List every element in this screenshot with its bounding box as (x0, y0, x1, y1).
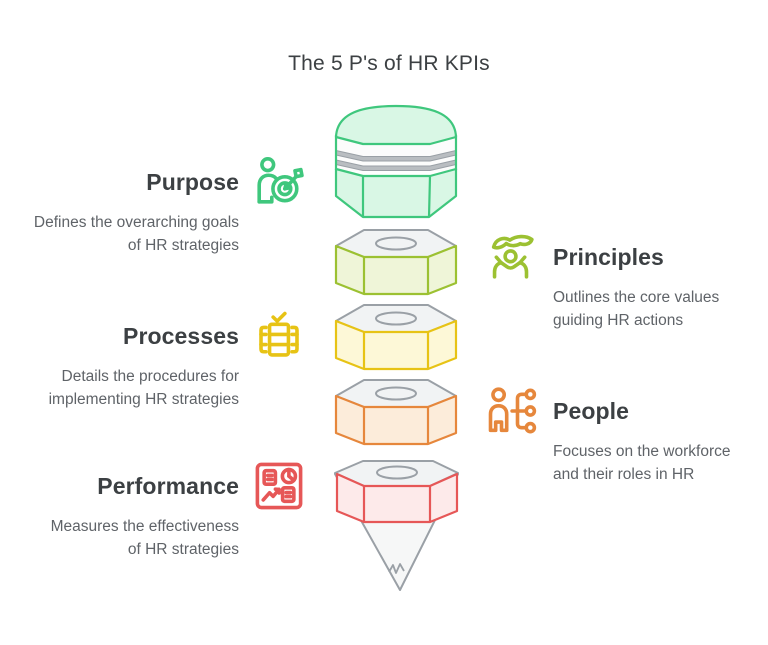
funnel-cone-crack (388, 563, 405, 574)
nut-ring-creases (362, 257, 430, 294)
nut-hole (376, 465, 418, 480)
item-processes: Processes Details the procedures for (6, 309, 306, 411)
nut-ring-creases (362, 332, 430, 369)
dashboard-icon (252, 459, 306, 513)
desc-line: of HR strategies (127, 541, 239, 558)
item-principles-description: Outlines the core values guiding HR acti… (553, 286, 766, 332)
funnel-layer-people (334, 379, 458, 446)
item-performance-label: Performance (97, 472, 239, 499)
item-principles-label: Principles (553, 243, 664, 270)
nut-ring-creases (362, 486, 432, 522)
funnel-diagram (334, 104, 459, 591)
funnel-layer-principles (334, 229, 458, 296)
item-purpose-description: Defines the overarching goals of HR stra… (6, 211, 239, 257)
item-people: People Focuses on the workforce and thei… (486, 387, 766, 486)
target-person-icon (252, 155, 306, 209)
desc-line: Details the procedures for (61, 368, 239, 385)
funnel-layer-purpose (334, 104, 458, 219)
item-purpose-label: Purpose (146, 168, 239, 195)
desc-line: implementing HR strategies (48, 391, 239, 408)
caring-hands-icon (486, 230, 540, 284)
page-title: The 5 P's of HR KPIs (288, 52, 490, 75)
desc-line: Measures the effectiveness (50, 518, 239, 535)
item-people-description: Focuses on the workforce and their roles… (553, 440, 766, 486)
desc-line: Focuses on the workforce (553, 443, 731, 460)
cap-dome (334, 104, 458, 146)
cap-side-edges (334, 135, 458, 170)
item-processes-description: Details the procedures for implementing … (6, 365, 239, 411)
item-purpose: Purpose Defines the overar (6, 155, 306, 257)
item-people-label: People (553, 397, 630, 424)
nut-ring (334, 244, 458, 296)
desc-line: Defines the overarching goals (33, 214, 239, 231)
item-processes-label: Processes (123, 322, 239, 349)
nut-hole (375, 386, 417, 401)
nut-ring (334, 319, 458, 371)
item-principles: Principles Outlines the core values guid… (486, 233, 766, 332)
desc-line: and their roles in HR (553, 466, 695, 483)
desc-line: Outlines the core values (553, 289, 720, 306)
nut-ring-creases (362, 407, 430, 444)
nut-ring (334, 394, 458, 446)
item-performance: Performance M (6, 462, 306, 561)
funnel-layer-performance (334, 460, 459, 591)
nut-ring (335, 472, 459, 524)
funnel-layer-processes (334, 304, 458, 371)
cap-ring (334, 167, 458, 219)
desc-line: of HR strategies (127, 237, 239, 254)
nut-hole (375, 311, 417, 326)
cap-ring-creases (361, 175, 432, 218)
checked-stack-icon (252, 309, 306, 363)
desc-line: guiding HR actions (553, 312, 684, 329)
item-performance-description: Measures the effectiveness of HR strateg… (6, 515, 239, 561)
nut-hole (375, 236, 417, 251)
person-network-icon (486, 384, 540, 438)
